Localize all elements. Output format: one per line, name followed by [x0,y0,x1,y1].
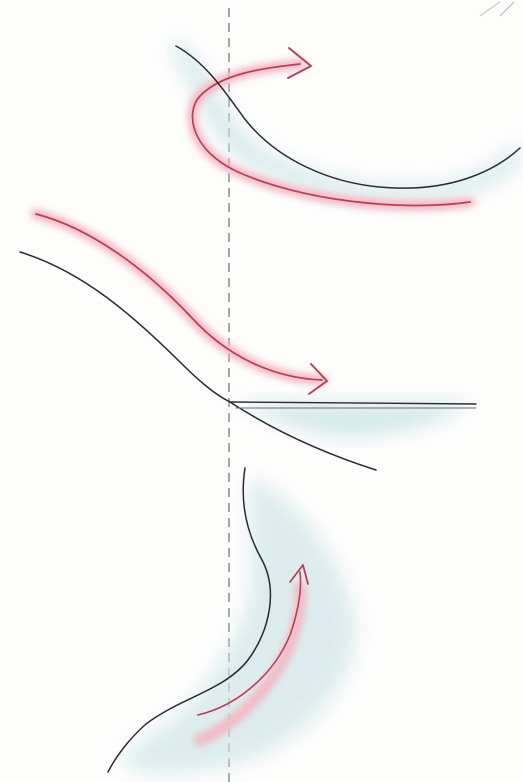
middle-panel [20,214,476,470]
top-panel [170,40,520,205]
middle-red-arrow-glow [36,214,322,380]
bottom-panel [108,468,356,773]
middle-blue-wash [232,402,470,437]
bottom-blue-wash [126,478,356,773]
middle-ink-descending-curve [20,252,376,470]
corner-scribble [480,2,514,16]
